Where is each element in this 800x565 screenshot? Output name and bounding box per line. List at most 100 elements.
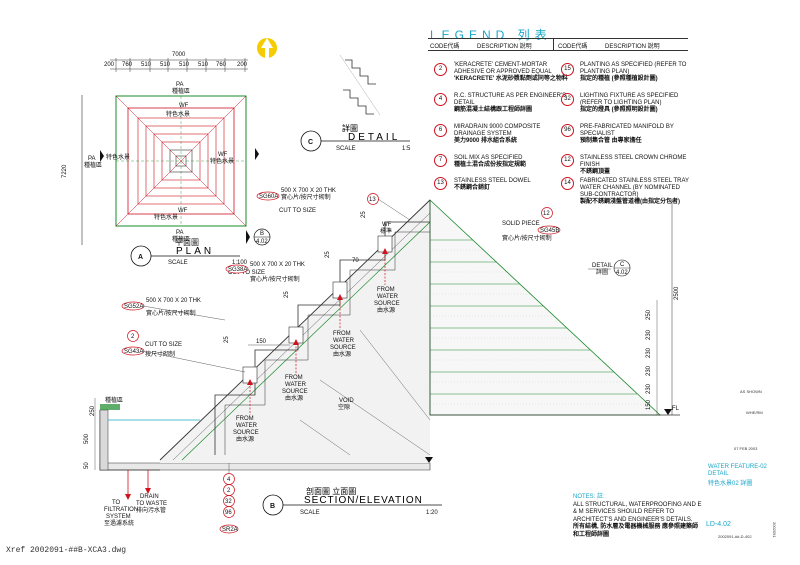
dim: 200 — [104, 62, 115, 68]
plan-title-zh: 平面圖 — [175, 238, 199, 247]
callout-sg43a: 2 CUT TO SIZE SG43A 按尺寸砌制 — [121, 330, 182, 358]
legend-item-2: 'KERACRETE' CEMENT-MORTAR ADHESIVE OR AP… — [454, 62, 570, 83]
xref-label: Xref 2002091-##B-XCA3.dwg — [6, 546, 127, 555]
legend-item-en: LIGHTING FIXTURE AS SPECIFIED (REFER TO … — [580, 93, 679, 106]
section-dims: 150 25 25 25 25 500 50 250 70 — [84, 211, 367, 470]
plan-title-en: PLAN — [176, 246, 214, 257]
title-block-feature-en1: WATER FEATURE-02 — [708, 464, 767, 470]
plan-label-wf-right: WF — [218, 152, 228, 158]
filtration-label: TO FILTRATION SYSTEM 至過濾系統 — [104, 500, 138, 527]
legend-item-14: FABRICATED STAINLESS STEEL TRAY WATER CH… — [580, 178, 692, 206]
legend-item-zh: 'KERACRETE' 水泥砂漿黏劑或同等之物料 — [454, 76, 568, 82]
en: TO — [112, 500, 121, 506]
callout-sg60a: SG60A 500 X 700 X 20 THK 實心片/按尺寸砌制 CUT T… — [256, 188, 336, 214]
plan-label-feature-right: 特色水景 — [210, 157, 234, 165]
section-scale-value: 1:20 — [426, 510, 438, 516]
code-13: 13 — [369, 197, 376, 203]
notes-zh: 所有結構, 防水層及電器機械服務 應參照建築師和工程師詳圖 — [573, 524, 699, 538]
legend-rule-vert — [553, 38, 554, 50]
section-wf: WF — [382, 222, 392, 228]
en: FROM — [236, 416, 254, 422]
dim-70: 70 — [352, 258, 359, 264]
legend-item-en: STAINLESS STEEL DOWEL — [454, 178, 531, 184]
elev-dim-230: 230 — [646, 383, 652, 394]
title-block-feature-en2: DETAIL — [708, 471, 729, 477]
legend-item-4: R.C. STRUCTURE AS PER ENGINEER'S DETAIL … — [454, 93, 570, 114]
legend-code-12: 12 — [561, 154, 574, 167]
section-wf-zh: 標準 — [380, 227, 392, 235]
plan-scale-value: 1:100 — [232, 260, 248, 266]
zh: 實心片/按尺寸砌制 — [146, 309, 196, 317]
section-view: 150 25 25 25 25 500 50 250 70 SG60A 500 … — [84, 188, 561, 534]
legend-code-32: 32 — [561, 93, 574, 106]
callout-sg52a: SG52A 500 X 700 X 20 THK 實心片/按尺寸砌制 — [121, 298, 201, 317]
code: SR2A — [222, 527, 238, 533]
code: SG52A — [124, 304, 143, 310]
zh: 排向污水管 — [136, 506, 166, 514]
zh: 實心片/按尺寸砌制 — [281, 193, 331, 201]
elev-dim-250: 250 — [646, 309, 652, 320]
legend-item-zh: 種植土混合成份按指定規範 — [454, 162, 527, 168]
legend-code-7: 7 — [434, 154, 447, 167]
legend-header-code: CODE代碼 — [430, 44, 460, 50]
plan-label-planting-top: 種植區 — [172, 87, 190, 95]
plan-label-wf-bottom: WF — [178, 208, 188, 214]
detail-bubble-label: C — [308, 139, 313, 146]
legend-code-4: 4 — [434, 93, 447, 106]
en: CUT TO SIZE — [279, 208, 316, 214]
legend-code-2: 2 — [434, 63, 447, 76]
solid-piece-label: SOLID PIECE — [502, 221, 540, 227]
zh: 至過濾系統 — [104, 519, 134, 527]
en: SOURCE — [330, 345, 356, 351]
plan-label-wf-top: WF — [179, 103, 189, 109]
en: FILTRATION — [104, 507, 138, 513]
solid-piece-zh: 實心片/按尺寸砌制 — [502, 234, 552, 242]
en: SOURCE — [374, 301, 400, 307]
legend-item-en: PLANTING AS SPECIFIED (REFER TO PLANTING… — [580, 62, 687, 75]
detail-scale-label: SCALE — [336, 146, 356, 152]
section-scale-label: SCALE — [300, 510, 320, 516]
legend-item-en: STAINLESS STEEL CROWN CHROME FINISH — [580, 155, 687, 168]
legend-item-32: LIGHTING FIXTURE AS SPECIFIED (REFER TO … — [580, 93, 692, 114]
plan-label-pa-top: PA — [176, 82, 184, 88]
plan-label-pa-left: PA — [88, 156, 96, 162]
dim-150: 150 — [256, 339, 267, 345]
code: 4 — [227, 477, 231, 483]
title-block-date: 07 FEB 2003 — [734, 446, 758, 451]
plan-top-dims: 200 760 510 510 510 510 760 200 — [104, 62, 248, 68]
legend-item-15: PLANTING AS SPECIFIED (REFER TO PLANTING… — [580, 62, 692, 83]
drawing-number: LD-4.02 — [706, 521, 731, 528]
legend-code-96: 96 — [561, 124, 574, 137]
code: 2 — [131, 334, 135, 340]
zh: 由水源 — [285, 394, 303, 402]
zh: 由水源 — [377, 306, 395, 314]
dim-250: 250 — [90, 405, 96, 416]
elev-dim-150: 150 — [646, 399, 652, 410]
dim: 200 — [237, 62, 248, 68]
elev-fl: FL — [672, 406, 680, 412]
elev-dim-2500: 2500 — [674, 286, 680, 300]
legend-item-zh: 預制集合管 由專家擔任 — [580, 138, 642, 144]
plan-ref-bottom: 4.02 — [256, 239, 268, 245]
elev-detail-en: DETAIL — [592, 263, 613, 269]
water-source-1: FROM WATER SOURCE 由水源 — [233, 416, 259, 443]
drain-label: DRAIN TO WASTE 排向污水管 — [136, 494, 167, 514]
section-bubble-label: B — [270, 503, 275, 510]
plan-label-feature-top: 特色水景 — [166, 110, 190, 118]
legend-header-code-2: CODE代碼 — [558, 44, 588, 50]
section-pa-zh: 種植區 — [105, 396, 123, 404]
elev-bubble-top: C — [620, 262, 625, 268]
title-block-drawn: WHE/RM — [746, 410, 763, 415]
section-title-zh: 剖面圖 立面圖 — [306, 486, 356, 496]
en: WATER — [285, 382, 307, 388]
dim: 760 — [122, 62, 133, 68]
dim: 760 — [216, 62, 227, 68]
code: SG43A — [124, 349, 143, 355]
zh: 由水源 — [333, 350, 351, 358]
plan-view: 7000 200 760 510 510 510 510 760 200 722… — [62, 52, 271, 267]
legend-rule — [428, 50, 688, 51]
zh: 實心片/按尺寸砌制 — [250, 275, 300, 283]
legend-item-6: MIRADRAIN 9000 COMPOSITE DRAINAGE SYSTEM… — [454, 124, 570, 145]
legend-item-13: STAINLESS STEEL DOWEL 不銹鋼合銷釘 — [454, 178, 570, 192]
legend-item-zh: 不銹鋼合銷釘 — [454, 185, 491, 191]
